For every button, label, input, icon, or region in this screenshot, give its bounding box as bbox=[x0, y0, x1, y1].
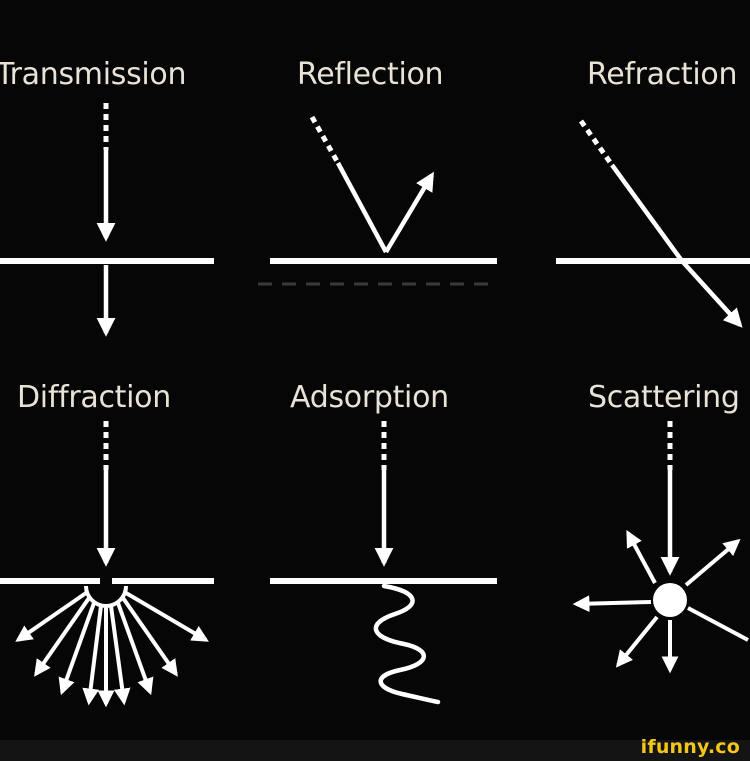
diffraction-ray bbox=[15, 591, 88, 642]
refraction-incident-dashed bbox=[578, 119, 615, 167]
diffraction-rays bbox=[15, 591, 209, 708]
adsorption-absorbed-wave bbox=[373, 583, 441, 705]
scattering-ray bbox=[626, 530, 657, 584]
diffraction-diagram bbox=[0, 421, 214, 708]
diffraction-ray bbox=[82, 605, 103, 706]
label-diffraction: Diffraction bbox=[17, 380, 171, 415]
scattering-rays bbox=[572, 530, 749, 674]
diffraction-ray bbox=[124, 591, 209, 642]
label-reflection: Reflection bbox=[297, 57, 444, 92]
adsorption-diagram bbox=[270, 421, 497, 705]
diffraction-ray bbox=[58, 602, 96, 696]
scattering-ray bbox=[687, 606, 749, 642]
watermark-bar bbox=[0, 740, 750, 761]
scattering-ray bbox=[572, 595, 652, 613]
scattering-diagram bbox=[572, 421, 749, 674]
label-adsorption: Adsorption bbox=[290, 380, 449, 415]
diffraction-ray bbox=[34, 596, 91, 677]
reflection-reflected-arrow bbox=[384, 171, 434, 254]
reflection-diagram bbox=[258, 115, 497, 286]
scattering-particle bbox=[653, 583, 687, 617]
diffraction-wavefront-arc bbox=[84, 585, 128, 608]
reflection-incident-dashed bbox=[309, 115, 341, 165]
refraction-incident-line bbox=[610, 163, 684, 263]
label-refraction: Refraction bbox=[587, 57, 738, 92]
label-scattering: Scattering bbox=[588, 380, 740, 415]
reflection-incident-line bbox=[336, 161, 388, 254]
label-transmission: Transmission bbox=[0, 57, 187, 92]
diffraction-ray bbox=[109, 605, 131, 706]
refraction-diagram bbox=[556, 119, 750, 328]
scattering-ray bbox=[615, 615, 659, 668]
scattering-ray bbox=[684, 538, 741, 587]
diffraction-ray bbox=[121, 596, 178, 677]
diffraction-ray bbox=[116, 602, 154, 696]
transmission-diagram bbox=[0, 103, 214, 337]
refraction-refracted-arrow bbox=[680, 259, 743, 328]
ifunny-watermark: ifunny.co bbox=[640, 736, 740, 758]
